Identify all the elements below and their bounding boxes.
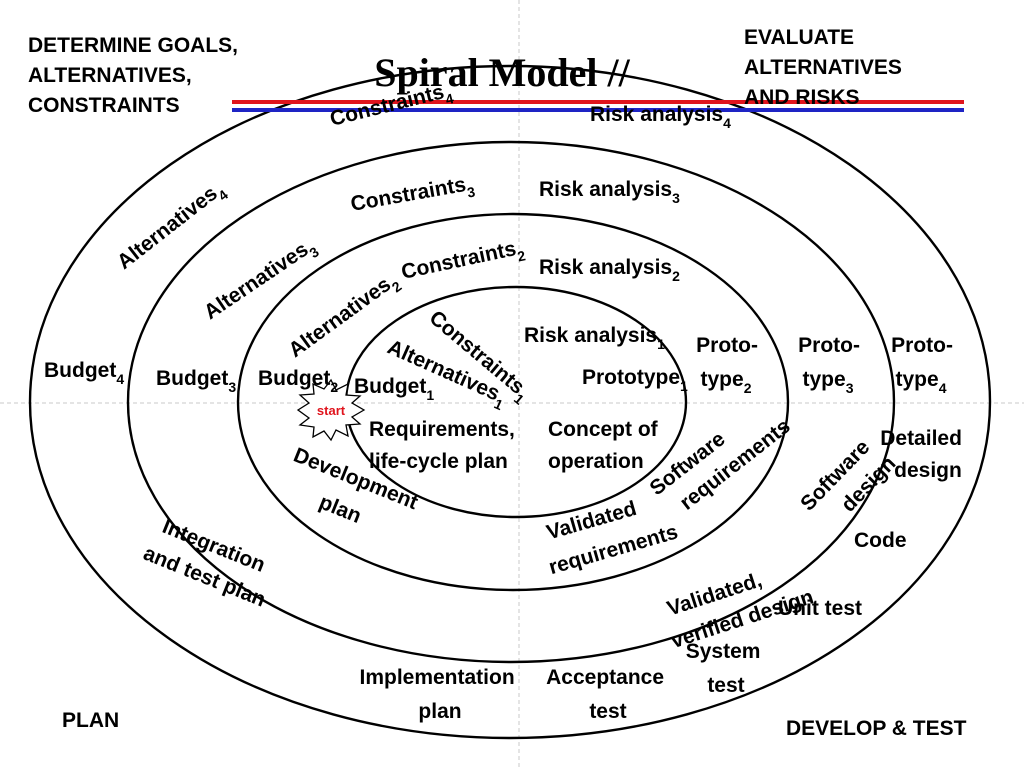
concept-of-operation-label: Concept of operation	[548, 418, 664, 473]
alternatives-4-label: Alternatives4	[113, 177, 231, 278]
prototype-1-label: Prototype1	[582, 366, 688, 394]
requirements-lifecycle-plan-label: Requirements, life-cycle plan	[369, 418, 521, 473]
prototype-2-label: Proto- type2	[696, 334, 764, 396]
spiral-loop-1	[344, 285, 688, 519]
spiral-loop-4	[28, 64, 992, 740]
quadrant-evaluate-heading: EVALUATE ALTERNATIVES AND RISKS	[744, 26, 908, 109]
risk-analysis-1-label: Risk analysis1	[524, 324, 665, 352]
page-title: Spiral Model //	[374, 50, 630, 95]
start-label: start	[317, 403, 346, 418]
validated-requirements-label: Validated requirements	[537, 488, 681, 579]
start-marker: start	[296, 378, 366, 442]
budget-3-label: Budget3	[156, 367, 236, 395]
unit-test-label: Unit test	[778, 597, 862, 620]
quadrant-develop-heading: DEVELOP & TEST	[786, 717, 967, 740]
quadrant-goals-heading: DETERMINE GOALS, ALTERNATIVES, CONSTRAIN…	[28, 34, 244, 117]
risk-analysis-3-label: Risk analysis3	[539, 178, 680, 206]
prototype-4-label: Proto- type4	[891, 334, 959, 396]
implementation-plan-label: Implementation plan	[359, 666, 520, 723]
start-burst-icon	[296, 378, 366, 442]
quadrant-plan-heading: PLAN	[62, 709, 119, 732]
budget-4-label: Budget4	[44, 359, 124, 387]
constraints-2-label: Constraints2	[399, 235, 527, 288]
risk-analysis-4-label: Risk analysis4	[590, 103, 731, 131]
spiral-curve	[28, 64, 992, 740]
budget-2-label: Budget2	[258, 367, 338, 395]
prototype-3-label: Proto- type3	[798, 334, 866, 396]
system-test-label: System test	[686, 640, 767, 697]
acceptance-test-label: Acceptance test	[546, 666, 670, 723]
software-requirements-label: Software requirements	[646, 391, 795, 524]
risk-analysis-2-label: Risk analysis2	[539, 256, 680, 284]
budget-1-label: Budget1	[354, 375, 434, 403]
code-label: Code	[854, 529, 907, 552]
constraints-3-label: Constraints3	[349, 172, 477, 221]
detailed-design-label: Detailed design	[880, 427, 968, 482]
spiral-loop-3	[126, 140, 896, 664]
spiral-loop-2	[236, 212, 790, 592]
